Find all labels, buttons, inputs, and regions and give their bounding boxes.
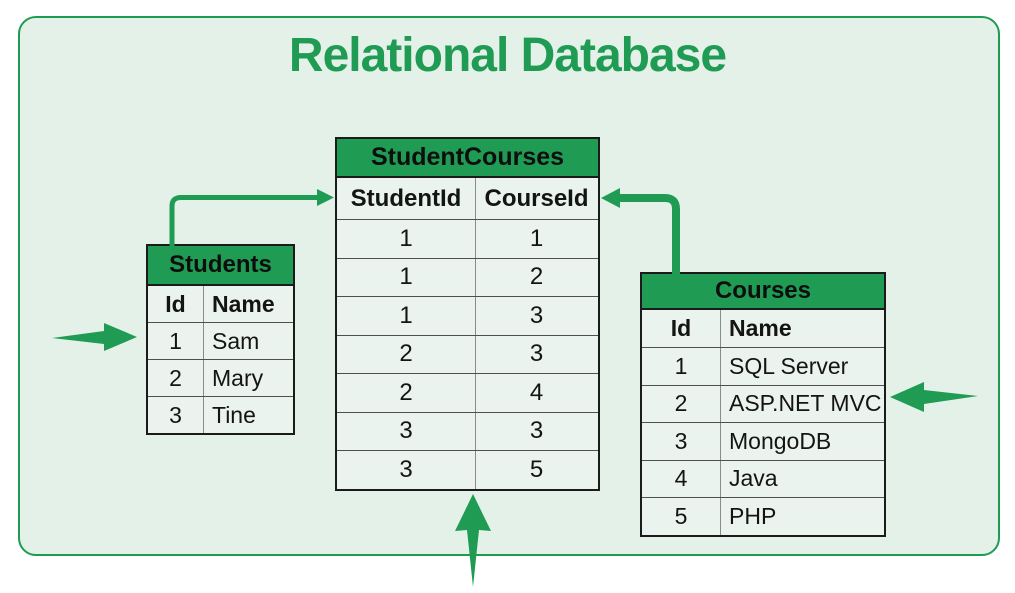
courses-table-body: 1 SQL Server 2 ASP.NET MVC 3 MongoDB 4 Java 5 PHP bbox=[642, 347, 884, 535]
table-cell: 3 bbox=[475, 297, 597, 335]
table-cell: 2 bbox=[399, 378, 413, 406]
table-cell: 1 bbox=[399, 301, 413, 329]
table-row: 5 PHP bbox=[642, 497, 884, 535]
students-header-row: Id Name bbox=[148, 286, 293, 322]
studentcourses-header-row: StudentId CourseId bbox=[337, 178, 598, 219]
students-table-body: 1 Sam 2 Mary 3 Tine bbox=[148, 322, 293, 433]
table-cell: SQL Server bbox=[720, 348, 883, 385]
table-cell: 3 bbox=[399, 455, 413, 483]
table-cell: 1 bbox=[169, 327, 182, 354]
table-row: 2 ASP.NET MVC bbox=[642, 384, 884, 422]
table-row: 3 MongoDB bbox=[642, 422, 884, 460]
column-header-studentid: StudentId bbox=[350, 184, 462, 212]
table-row: 1 SQL Server bbox=[642, 347, 884, 385]
table-cell: 4 bbox=[475, 374, 597, 412]
table-cell: 1 bbox=[399, 263, 413, 291]
column-header-courseid: CourseId bbox=[475, 178, 597, 219]
column-header-name: Name bbox=[203, 286, 292, 322]
table-cell: PHP bbox=[720, 498, 883, 535]
table-cell: 1 bbox=[475, 220, 597, 258]
table-cell: 2 bbox=[674, 390, 688, 417]
table-cell: 3 bbox=[674, 427, 688, 454]
table-cell: 4 bbox=[674, 465, 688, 492]
table-cell: MongoDB bbox=[720, 423, 883, 460]
table-row: 1 Sam bbox=[148, 322, 293, 359]
table-cell: 3 bbox=[475, 412, 597, 450]
column-header-id: Id bbox=[670, 315, 692, 341]
table-row: 3 Tine bbox=[148, 396, 293, 433]
table-cell: ASP.NET MVC bbox=[720, 385, 883, 422]
table-row: 2 Mary bbox=[148, 359, 293, 396]
table-cell: 1 bbox=[399, 224, 413, 252]
column-header-name: Name bbox=[720, 310, 883, 347]
table-cell: 2 bbox=[399, 340, 413, 368]
table-cell: Java bbox=[720, 460, 883, 497]
column-header-id: Id bbox=[165, 290, 186, 317]
table-cell: Sam bbox=[203, 323, 292, 359]
studentcourses-table-title: StudentCourses bbox=[337, 139, 598, 178]
table-cell: 2 bbox=[169, 364, 182, 391]
table-cell: 3 bbox=[169, 401, 182, 428]
table-cell: 5 bbox=[674, 502, 688, 529]
table-cell: 3 bbox=[399, 417, 413, 445]
table-row: 4 Java bbox=[642, 459, 884, 497]
courses-table-title: Courses bbox=[642, 274, 884, 310]
table-cell: 5 bbox=[475, 451, 597, 489]
table-cell: 1 bbox=[674, 352, 688, 379]
table-cell: 2 bbox=[475, 258, 597, 296]
table-cell: 3 bbox=[475, 335, 597, 373]
table-cell: Mary bbox=[203, 360, 292, 396]
students-table-title: Students bbox=[148, 246, 293, 286]
page-title: Relational Database bbox=[288, 29, 727, 82]
table-cell: Tine bbox=[203, 397, 292, 433]
students-table: Students Id Name 1 Sam 2 Mary 3 Tine bbox=[146, 244, 295, 435]
courses-header-row: Id Name bbox=[642, 310, 884, 347]
